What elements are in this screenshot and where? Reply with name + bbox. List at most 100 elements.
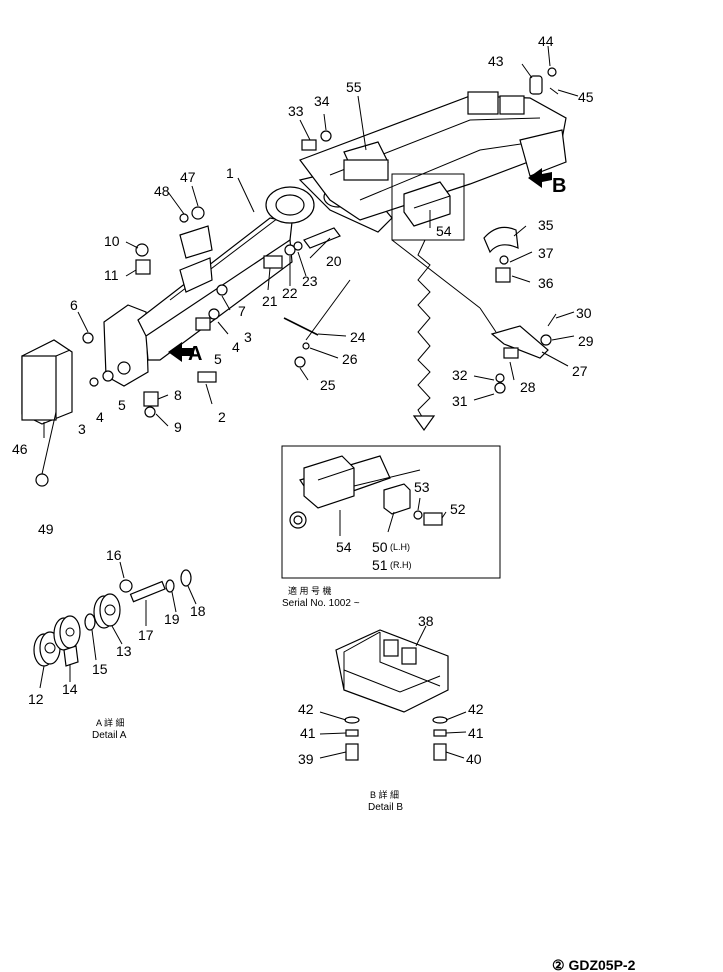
- callout-39: 39: [298, 751, 314, 767]
- callout-6: 6: [70, 297, 78, 313]
- washer-41-left: [345, 729, 359, 737]
- bolt-40: [433, 743, 447, 761]
- callout-11: 11: [104, 267, 119, 283]
- bolt-17: [129, 580, 166, 603]
- callout-28: 28: [520, 379, 536, 395]
- nut-18: [180, 569, 192, 587]
- detail-b-jp: B 詳 細: [370, 789, 399, 800]
- nut-16: [119, 579, 133, 593]
- callout-10: 10: [104, 233, 120, 249]
- callout-33: 33: [288, 103, 304, 119]
- detail-b: 38 42 41 39 42 41 40 B 詳 細 Detail B: [298, 613, 484, 813]
- callout-53: 53: [414, 479, 430, 495]
- detail-a-jp: A 詳 細: [96, 717, 125, 728]
- callout-41-left: 41: [300, 725, 316, 741]
- callout-15: 15: [92, 661, 108, 677]
- callout-24: 24: [350, 329, 366, 345]
- callout-29: 29: [578, 333, 594, 349]
- view-arrow-b: B: [528, 168, 566, 197]
- callout-54-inset: 54: [336, 539, 352, 555]
- view-arrow-a: A: [168, 342, 202, 365]
- callout-45: 45: [578, 89, 594, 105]
- link-rod-24: [283, 317, 319, 336]
- drawing-code: ② GDZ05P-2: [552, 957, 636, 972]
- plate-part-20: [303, 227, 341, 249]
- callout-5: 5: [118, 397, 126, 413]
- detail-a: 12 14 15 13 17 16 19 18 A 詳 細 Detail A: [28, 547, 206, 741]
- inset-frame: [281, 445, 501, 579]
- callout-31: 31: [452, 393, 468, 409]
- callout-3: 3: [244, 329, 252, 345]
- serial-inset: 54 50 (L.H) 51 (R.H) 53 52 適 用 号 機 Seria…: [281, 445, 501, 609]
- bracket-part-35: [483, 226, 519, 254]
- callout-47: 47: [180, 169, 196, 185]
- callout-5: 5: [214, 351, 222, 367]
- callout-46: 46: [12, 441, 28, 457]
- callout-18: 18: [190, 603, 206, 619]
- callout-48: 48: [154, 183, 170, 199]
- callout-55: 55: [346, 79, 362, 95]
- serial-label-jp: 適 用 号 機: [288, 585, 332, 596]
- callout-12: 12: [28, 691, 44, 707]
- callout-14: 14: [62, 681, 78, 697]
- callout-44: 44: [538, 33, 554, 49]
- callout-52: 52: [450, 501, 466, 517]
- callout-50: 50: [372, 539, 388, 555]
- detail-a-label: Detail A: [92, 730, 127, 741]
- callout-51: 51: [372, 557, 388, 573]
- callout-27: 27: [572, 363, 588, 379]
- callout-25: 25: [320, 377, 336, 393]
- view-marker-b: B: [552, 175, 566, 197]
- callout-42-left: 42: [298, 701, 314, 717]
- callout-4: 4: [232, 339, 240, 355]
- detail-leader-arrow: [417, 239, 431, 421]
- callout-49: 49: [38, 521, 54, 537]
- rear-frame-block: [467, 91, 499, 115]
- washer-41-right: [433, 729, 447, 737]
- callout-40: 40: [466, 751, 482, 767]
- callout-7: 7: [238, 303, 246, 319]
- serial-label: Serial No. 1002 ~: [282, 598, 360, 609]
- main-callouts: 1 2 3 3 4 4 5 5 6 7 8 9 10 11 48 47 46 4…: [12, 33, 594, 537]
- callout-23: 23: [302, 273, 318, 289]
- callout-41-right: 41: [468, 725, 484, 741]
- callout-30: 30: [576, 305, 592, 321]
- washer-19: [165, 579, 175, 593]
- callout-26: 26: [342, 351, 358, 367]
- callout-54: 54: [436, 223, 452, 239]
- washer-42-right: [432, 716, 448, 724]
- callout-3: 3: [78, 421, 86, 437]
- washer-15: [84, 613, 96, 631]
- callout-8: 8: [174, 387, 182, 403]
- callout-19: 19: [164, 611, 180, 627]
- callout-38: 38: [418, 613, 434, 629]
- callout-51-suffix: (R.H): [390, 560, 412, 570]
- callout-36: 36: [538, 275, 554, 291]
- bracket-part-11: [179, 225, 213, 259]
- view-marker-a: A: [188, 343, 202, 365]
- washer-42-left: [344, 716, 360, 724]
- callout-20: 20: [326, 253, 342, 269]
- callout-22: 22: [282, 285, 298, 301]
- callout-43: 43: [488, 53, 504, 69]
- inset-bracket-54: [303, 455, 355, 509]
- callout-32: 32: [452, 367, 468, 383]
- callout-50-suffix: (L.H): [390, 542, 410, 552]
- callout-2: 2: [218, 409, 226, 425]
- callout-4: 4: [96, 409, 104, 425]
- callout-13: 13: [116, 643, 132, 659]
- callout-frame-54: [391, 173, 465, 241]
- inset-bracket-50: [383, 483, 411, 515]
- frame-assembly: [21, 67, 567, 487]
- callout-34: 34: [314, 93, 330, 109]
- callout-37: 37: [538, 245, 554, 261]
- bolt-39: [345, 743, 359, 761]
- callout-42-right: 42: [468, 701, 484, 717]
- callout-16: 16: [106, 547, 122, 563]
- leader-lines: [43, 45, 579, 438]
- callout-9: 9: [174, 419, 182, 435]
- callout-21: 21: [262, 293, 278, 309]
- callout-1: 1: [226, 165, 234, 181]
- callout-35: 35: [538, 217, 554, 233]
